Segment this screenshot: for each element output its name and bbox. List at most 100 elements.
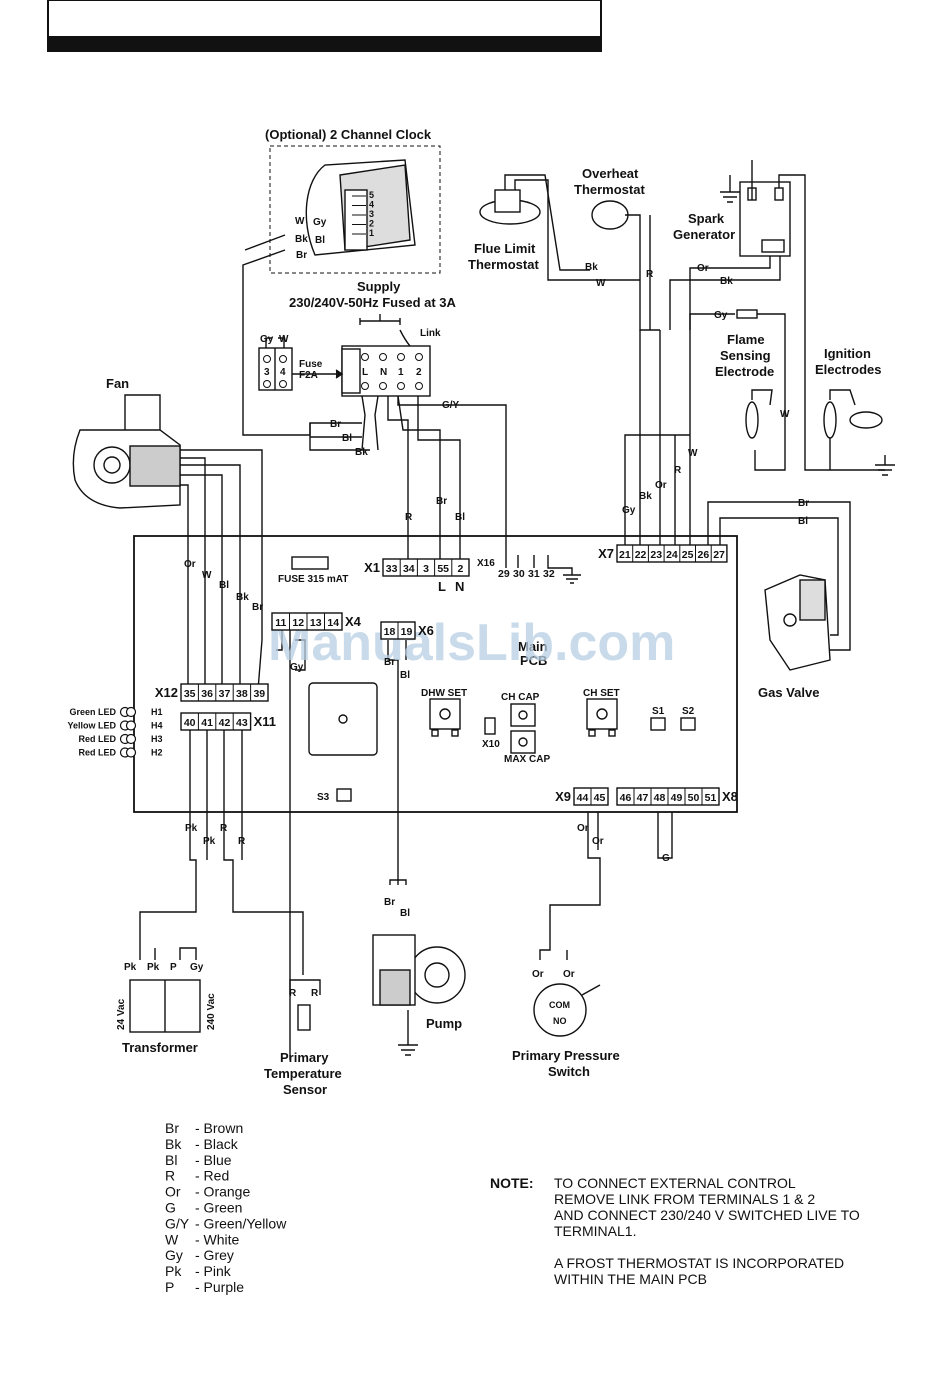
led-icon [125,706,137,718]
legend-code: W [165,1231,179,1247]
pressure-label-2: Switch [548,1064,590,1079]
wire-label-sup-gy2: G/Y [442,400,460,411]
label-x12: X12 [155,685,178,700]
temp-sensor-label-2: Temperature [264,1066,342,1081]
pin-x12-36: 36 [201,688,213,700]
pin-x6-19: 19 [401,626,413,638]
supply-pin-l: L [362,367,368,378]
clock-pin-1: 1 [369,228,374,238]
wire-label-tr-pk2: Pk [147,962,160,973]
wire-label-clock-bk: Bk [295,234,308,245]
led-id-h4: H4 [151,721,163,731]
pin-x12-39: 39 [253,688,265,700]
ignition-label-2: Electrodes [815,362,881,377]
pin-x7-27: 27 [713,549,725,561]
legend-desc: - Purple [195,1279,244,1295]
gas-valve-label: Gas Valve [758,685,819,700]
wire-label-x8-g: G [662,853,670,864]
supply-pin-n: N [380,367,387,378]
supply-pin-3: 3 [264,367,270,378]
wire-label-x9-or1: Or [577,823,589,834]
fan-label: Fan [106,376,129,391]
wire-label-fl-gy: Gy [714,310,728,321]
wire-label-x4-gy: Gy [290,662,304,673]
legend-code: P [165,1279,174,1295]
legend-desc: - White [195,1231,240,1247]
pin-x11-41: 41 [201,717,213,729]
legend-code: R [165,1168,175,1184]
wire-label-sup-gy: Gy [260,334,274,345]
led-label-h3: Red LED [78,734,116,744]
max-cap-label: MAX CAP [504,754,550,765]
wire-label-clock-w: W [295,216,305,227]
wire-label-fl-w: W [780,409,790,420]
led-icon [125,720,137,731]
wire-label-tr-pk1: Pk [124,962,137,973]
legend-code: Pk [165,1263,182,1279]
supply-title: Supply [357,279,401,294]
pin-x12-37: 37 [219,688,231,700]
wire-label-sp-or: Or [697,263,709,274]
wire-label-sp-bk: Bk [720,276,733,287]
led-label-h4: Yellow LED [67,721,116,731]
com-label: COM [549,1000,570,1010]
pin-x16-31: 31 [528,568,540,580]
wire-label-x11-r1: R [220,823,228,834]
led-label-h2: Red LED [78,748,116,758]
pin-x9-45: 45 [594,792,606,804]
pin-x7-22: 22 [635,549,647,561]
wire-label-x1-bl: Bl [455,512,465,523]
legend-desc: - Black [195,1136,239,1152]
wire-label-sup-br: Br [330,419,341,430]
dhw-set-label: DHW SET [421,688,467,699]
flame-label-1: Flame [727,332,765,347]
wire-label-gv-br: Br [798,498,809,509]
pin-x16-30: 30 [513,568,525,580]
wire-label-sup-w: W [279,334,289,345]
s2-label: S2 [682,706,695,717]
supply-pin-4: 4 [280,367,286,378]
label-x16: X16 [477,558,495,569]
legend-desc: - Blue [195,1152,232,1168]
wire-label-oh-r: R [646,269,654,280]
wire-label-oh-bk: Bk [585,262,598,273]
pin-x7-21: 21 [619,549,631,561]
legend-code: Br [165,1120,179,1136]
legend-code: Gy [165,1247,183,1263]
pin-x1-55: 55 [437,563,449,575]
pin-x8-51: 51 [705,792,717,804]
pin-x1-2: 2 [457,563,463,575]
legend-code: G [165,1200,176,1216]
wire-label-tr-gy: Gy [190,962,204,973]
wire-label-fan-or: Or [184,559,196,570]
wire-label-clock-gy: Gy [313,217,327,228]
pin-x8-49: 49 [671,792,683,804]
legend-code: G/Y [165,1215,190,1231]
pin-x4-13: 13 [310,617,322,629]
label-x6: X6 [418,623,434,638]
note-line: TERMINAL1. [554,1223,636,1239]
s3-label: S3 [317,792,330,803]
wire-label-clock-bl: Bl [315,235,325,246]
pin-x11-43: 43 [236,717,248,729]
note-heading: NOTE: [490,1175,534,1191]
clock-title: (Optional) 2 Channel Clock [265,127,432,142]
wire-label-fan-bl: Bl [219,580,229,591]
label-x8: X8 [722,789,738,804]
note-line: WITHIN THE MAIN PCB [554,1271,707,1287]
wire-label-ps-or1: Or [532,969,544,980]
pin-x4-11: 11 [275,617,286,629]
flue-label-1: Flue Limit [474,241,536,256]
legend-code: Bl [165,1152,177,1168]
legend-desc: - Grey [195,1247,234,1263]
note-line: A FROST THERMOSTAT IS INCORPORATED [554,1255,844,1271]
label-x11: X11 [254,714,276,729]
